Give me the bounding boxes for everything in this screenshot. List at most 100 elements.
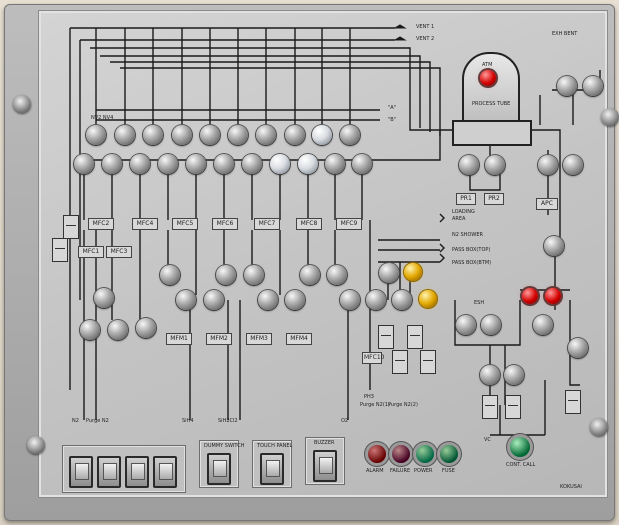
valve-left-4[interactable] bbox=[136, 318, 156, 338]
valve-top-6[interactable] bbox=[228, 125, 248, 145]
vent1-label: VENT 1 bbox=[416, 24, 435, 30]
supply-ph3-label: PH3 bbox=[364, 394, 374, 400]
valve-row2-10[interactable] bbox=[325, 154, 345, 174]
process-tube-label: PROCESS TUBE bbox=[472, 101, 511, 107]
buzzer-switch[interactable] bbox=[313, 450, 337, 482]
top-valve-label-1: NV2 NV4 bbox=[91, 115, 114, 121]
valve-esh-1[interactable] bbox=[456, 315, 476, 335]
valve-exh-1[interactable] bbox=[538, 155, 558, 175]
valve-far-right[interactable] bbox=[568, 338, 588, 358]
vacuum-label: VC bbox=[484, 437, 491, 443]
valve-mid-4[interactable] bbox=[300, 265, 320, 285]
failure-lamp bbox=[392, 445, 410, 463]
dummy-switch[interactable] bbox=[207, 453, 231, 485]
valve-top-7[interactable] bbox=[256, 125, 276, 145]
valve-mid-5[interactable] bbox=[327, 265, 347, 285]
valve-mid-3[interactable] bbox=[244, 265, 264, 285]
filter-bottom-2 bbox=[505, 395, 521, 419]
arrow-b-label: "B" bbox=[388, 117, 397, 123]
valve-row2-4[interactable] bbox=[158, 154, 178, 174]
valve-mid-row2-6[interactable] bbox=[366, 290, 386, 310]
mfc10-box: MFC10 bbox=[362, 352, 384, 364]
valve-left-3[interactable] bbox=[108, 320, 128, 340]
mfc-box-mfc2: MFC2 bbox=[88, 218, 114, 230]
valve-mid-6[interactable] bbox=[379, 263, 399, 283]
valve-mid-row2-4[interactable] bbox=[285, 290, 305, 310]
mfc-box-mfc1: MFC1 bbox=[78, 246, 104, 258]
valve-mid-row2-5[interactable] bbox=[340, 290, 360, 310]
rocker-switch-4[interactable] bbox=[153, 456, 177, 488]
valve-row2-3[interactable] bbox=[130, 154, 150, 174]
rocker-switch-1[interactable] bbox=[69, 456, 93, 488]
supply-purge1-label: Purge N2(1) bbox=[360, 402, 390, 408]
valve-top-2[interactable] bbox=[115, 125, 135, 145]
valve-bottom-1[interactable] bbox=[480, 365, 500, 385]
indicator-amber-1 bbox=[404, 263, 422, 281]
atm-label: ATM bbox=[482, 62, 493, 68]
screw-top-right bbox=[601, 108, 619, 126]
valve-row2-7[interactable] bbox=[242, 154, 262, 174]
dummy-switch-label: DUMMY SWITCH bbox=[204, 443, 245, 449]
mfc-box-mfc3: MFC3 bbox=[106, 246, 132, 258]
valve-left-1[interactable] bbox=[94, 288, 114, 308]
valve-row2-9[interactable] bbox=[298, 154, 318, 174]
rocker-switch-2[interactable] bbox=[97, 456, 121, 488]
alarm-lamp-2 bbox=[545, 288, 561, 304]
valve-top-8[interactable] bbox=[285, 125, 305, 145]
valve-exh-2[interactable] bbox=[563, 155, 583, 175]
valve-mid-row2-3[interactable] bbox=[258, 290, 278, 310]
mfm-box-2: MFM2 bbox=[206, 333, 232, 345]
screw-bottom-left bbox=[27, 436, 45, 454]
valve-row2-2[interactable] bbox=[102, 154, 122, 174]
valve-pr1[interactable] bbox=[459, 155, 479, 175]
vent2-label: VENT 2 bbox=[416, 36, 435, 42]
fuse-lamp bbox=[440, 445, 458, 463]
valve-bottom-2[interactable] bbox=[504, 365, 524, 385]
power-lamp-label: POWER bbox=[414, 468, 433, 474]
mfm-box-4: MFM4 bbox=[286, 333, 312, 345]
filter-bottom-1 bbox=[482, 395, 498, 419]
valve-mid-row2-2[interactable] bbox=[204, 290, 224, 310]
touch-panel-label: TOUCH PANEL bbox=[257, 443, 293, 449]
filter-left-1 bbox=[63, 215, 79, 239]
valve-top-9[interactable] bbox=[312, 125, 332, 145]
valve-row2-6[interactable] bbox=[214, 154, 234, 174]
fuse-lamp-label: FUSE bbox=[442, 468, 455, 474]
process-tube-base bbox=[452, 120, 532, 146]
valve-right-mid[interactable] bbox=[544, 236, 564, 256]
failure-lamp-label: FAILURE bbox=[390, 468, 411, 474]
mfc-box-mfc7: MFC7 bbox=[254, 218, 280, 230]
valve-exh-top-2[interactable] bbox=[583, 76, 603, 96]
valve-row2-1[interactable] bbox=[74, 154, 94, 174]
valve-row2-8[interactable] bbox=[270, 154, 290, 174]
valve-row2-11[interactable] bbox=[352, 154, 372, 174]
valve-mid-row2-7[interactable] bbox=[392, 290, 412, 310]
switch-group-2: DUMMY SWITCH bbox=[199, 440, 244, 488]
valve-mid-2[interactable] bbox=[216, 265, 236, 285]
valve-exh-top-1[interactable] bbox=[557, 76, 577, 96]
valve-top-1[interactable] bbox=[86, 125, 106, 145]
filter-mid-4 bbox=[420, 350, 436, 374]
switch-group-4: BUZZER bbox=[305, 437, 345, 485]
valve-top-10[interactable] bbox=[340, 125, 360, 145]
valve-right-3[interactable] bbox=[533, 315, 553, 335]
valve-esh-2[interactable] bbox=[481, 315, 501, 335]
valve-pr2[interactable] bbox=[485, 155, 505, 175]
rocker-switch-3[interactable] bbox=[125, 456, 149, 488]
alarm-lamp-1 bbox=[522, 288, 538, 304]
valve-top-5[interactable] bbox=[200, 125, 220, 145]
arrow-a-label: "A" bbox=[388, 105, 397, 111]
pass-box-btm-label: PASS BOX(BTM) bbox=[452, 260, 492, 266]
loading-area-label-2: AREA bbox=[452, 216, 466, 222]
valve-top-3[interactable] bbox=[143, 125, 163, 145]
touch-panel-switch[interactable] bbox=[260, 453, 284, 485]
pr1-box: PR1 bbox=[456, 193, 476, 205]
valve-mid-1[interactable] bbox=[160, 265, 180, 285]
pr2-box: PR2 bbox=[484, 193, 504, 205]
supply-n2-label: N2 bbox=[72, 418, 79, 424]
valve-row2-5[interactable] bbox=[186, 154, 206, 174]
valve-top-4[interactable] bbox=[172, 125, 192, 145]
valve-mid-row2-1[interactable] bbox=[176, 290, 196, 310]
mfm-box-3: MFM3 bbox=[246, 333, 272, 345]
valve-left-2[interactable] bbox=[80, 320, 100, 340]
